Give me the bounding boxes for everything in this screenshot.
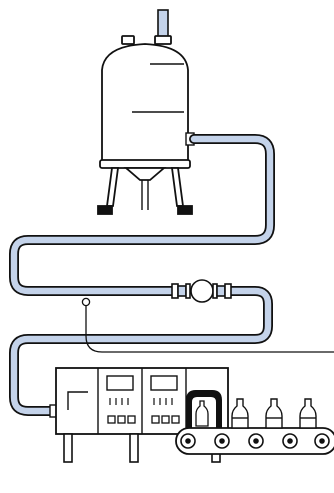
conveyor-belt-icon — [175, 427, 334, 455]
bottle-icon — [299, 398, 317, 429]
pump-icon — [171, 279, 232, 303]
delivery-pipe — [9, 286, 273, 416]
bottle-icon — [231, 398, 249, 429]
supply-pipe — [9, 134, 275, 296]
filling-station-icon — [186, 390, 222, 428]
sensor-icon — [81, 297, 334, 353]
bottle-icon — [265, 398, 283, 429]
storage-tank-icon — [97, 35, 195, 215]
